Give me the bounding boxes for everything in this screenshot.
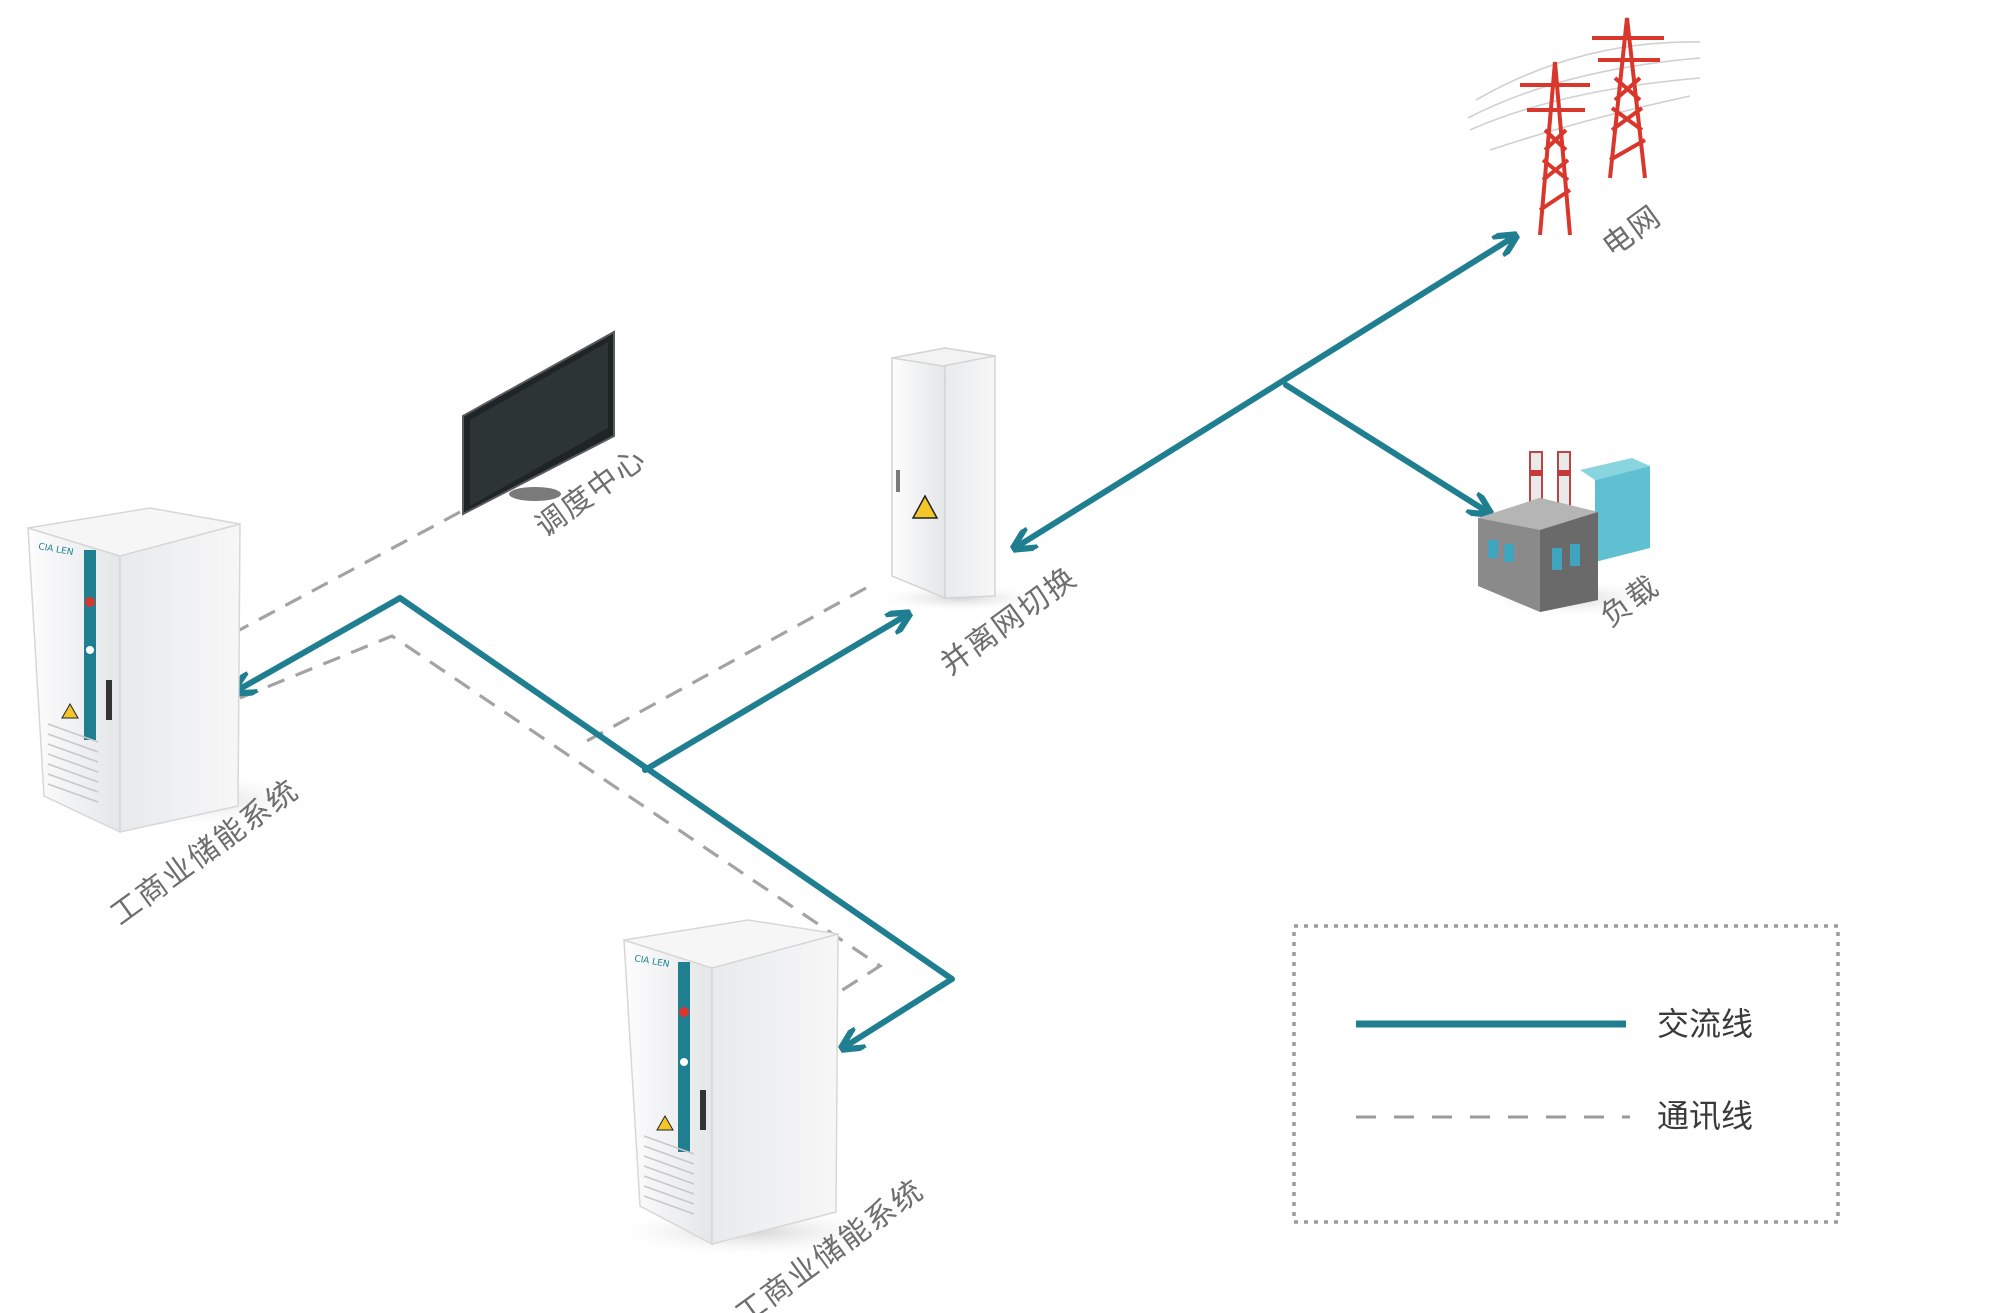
storage-cabinet-icon-a: CIA LEN — [27, 507, 330, 834]
comm-line-dispatch-storage-a — [231, 510, 461, 636]
ac-line-junction-switch — [642, 616, 905, 773]
ac-line-storage-a — [238, 595, 403, 690]
switch-cabinet-icon — [870, 347, 1050, 612]
load-label: 负载 — [1594, 569, 1666, 635]
ac-line-to-load — [1283, 382, 1486, 511]
storage-cabinet-icon-b: CIA LEN — [600, 919, 900, 1258]
ac-line-bus-storage-b — [397, 595, 955, 1046]
comm-line-storage-a-storage-b — [239, 634, 883, 998]
comm-line-switch-junction — [584, 586, 867, 744]
legend: 交流线 通讯线 — [1292, 924, 1840, 1224]
grid-label: 电网 — [1596, 199, 1668, 265]
legend-comm-label: 通讯线 — [1657, 1097, 1753, 1135]
comm-lines — [231, 510, 883, 998]
factory-icon — [1478, 451, 1660, 618]
legend-ac-label: 交流线 — [1657, 1005, 1753, 1043]
legend-box — [1292, 924, 1840, 1224]
monitor-icon — [462, 330, 615, 516]
ac-line-grid-switch — [1018, 238, 1512, 546]
ac-lines — [238, 238, 1512, 1046]
power-tower-icon — [1467, 17, 1701, 236]
